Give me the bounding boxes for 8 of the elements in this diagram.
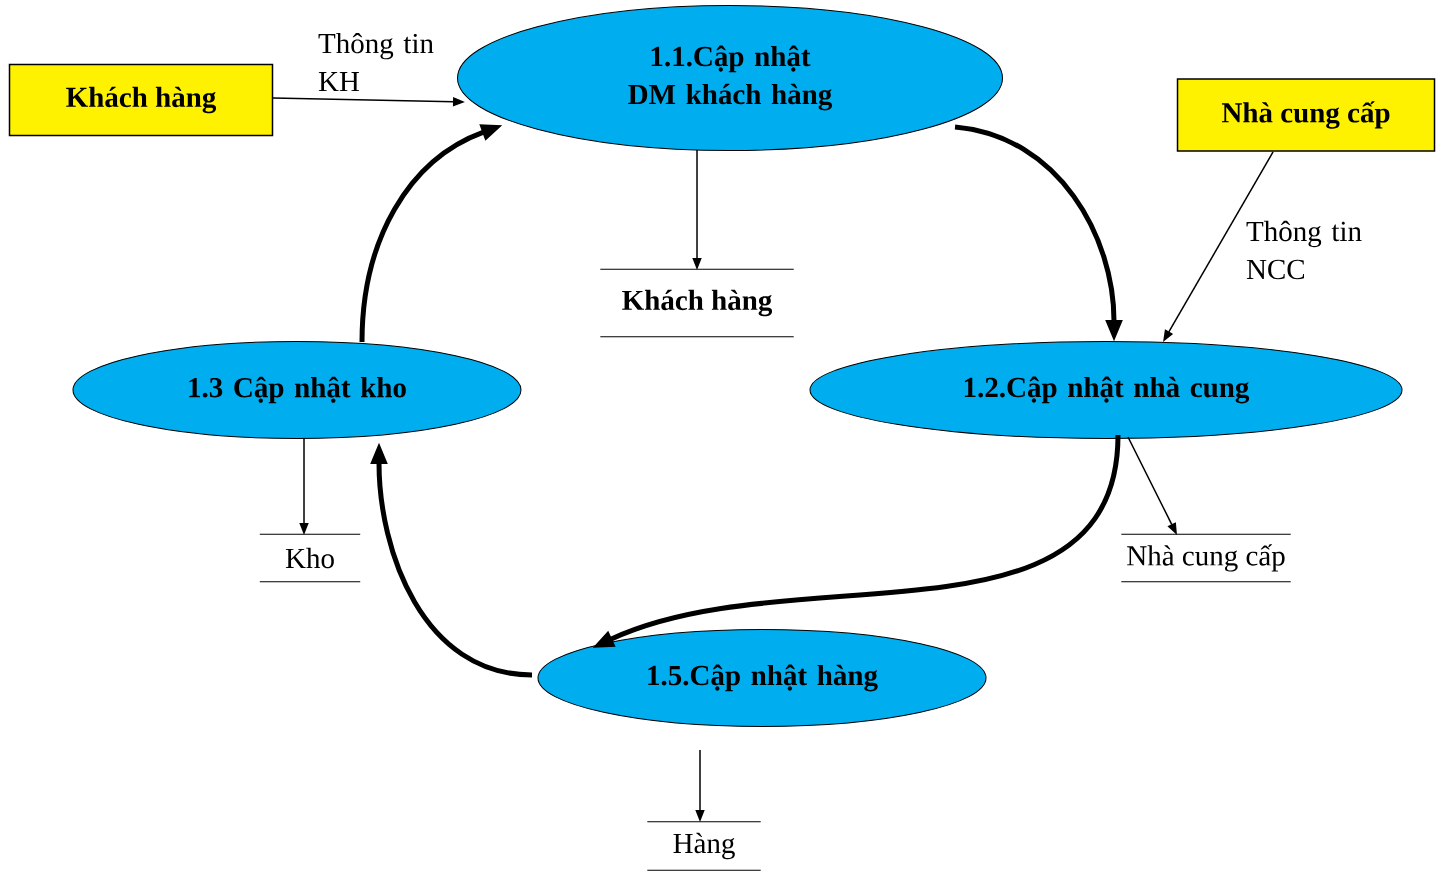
edge-label: Thông tin NCC <box>1246 220 1362 280</box>
data-store: Khách hàng <box>599 268 795 338</box>
data-store: Hàng <box>646 821 762 871</box>
edge-label: Thông tin KH <box>318 32 434 92</box>
data-store: Nhà cung cấp <box>1120 533 1292 583</box>
external-entity-box: Nhà cung cấp <box>1176 78 1436 152</box>
data-store: Kho <box>259 533 361 583</box>
external-entity-box: Khách hàng <box>8 63 274 137</box>
